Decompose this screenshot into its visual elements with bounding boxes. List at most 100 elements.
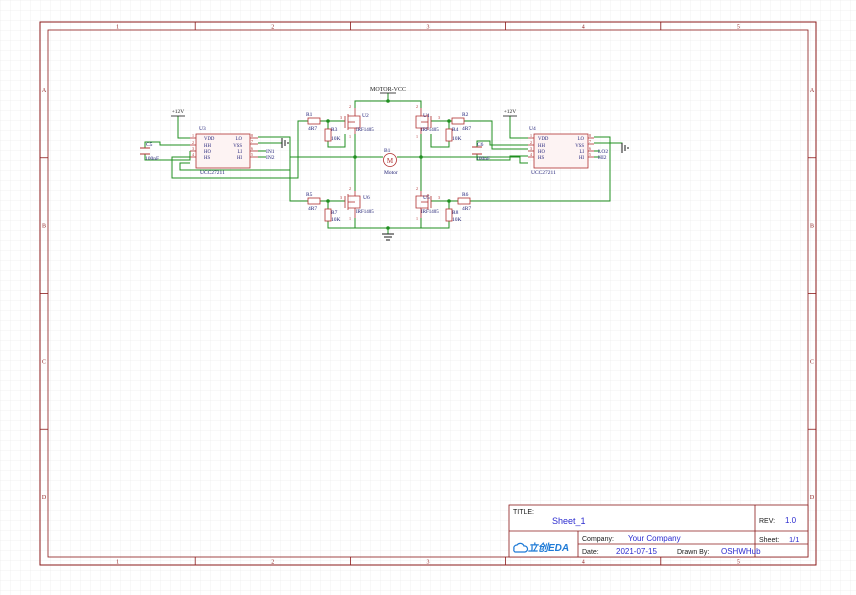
r2-value: 4R7 [462, 126, 471, 132]
frame-row-label: D [810, 495, 815, 501]
b1-value: Motor [384, 170, 398, 176]
u5-value: IRF1405 [421, 210, 439, 215]
frame-col-label: 3 [427, 560, 430, 566]
u3-pin-li: LI [237, 150, 242, 155]
mosfet-u2 [344, 108, 361, 134]
rev-value: 1.0 [785, 516, 797, 525]
frame-col-label: 4 [582, 560, 585, 566]
frame-col-label: 4 [582, 25, 585, 31]
frame-col-label: 1 [116, 560, 119, 566]
u2-value: IRF1405 [356, 128, 374, 133]
sheet-title: Sheet_1 [552, 516, 586, 526]
frame-col-label: 2 [271, 25, 274, 31]
u4-pin-num: 1 [530, 133, 532, 138]
net-label-vcc-left: +12V [172, 109, 185, 115]
r8-ref: R8 [452, 210, 459, 216]
net-label-lo2: LO2 [598, 149, 608, 155]
u6-ref: U6 [363, 195, 370, 201]
u3-pin-num: 8 [251, 133, 253, 138]
r4-ref: R4 [452, 127, 459, 133]
c6-value: 100nF [476, 156, 490, 162]
mosfet-u6 [344, 191, 361, 218]
u4-pin-num: 6 [589, 146, 591, 151]
u4-pin-hi: HI [579, 156, 584, 161]
u4-pin-li: LI [579, 150, 584, 155]
frame-row-label: A [810, 88, 815, 94]
wires [144, 93, 623, 234]
driver-ic-u3: U3 UCC27211 VDD HH HO HS LO VSS LI HI 1 … [190, 126, 258, 176]
r6-value: 4R7 [462, 206, 471, 212]
r3-ref: R3 [331, 127, 338, 133]
u3-pin-hs: HS [204, 156, 210, 161]
u1-value: IRF1405 [421, 128, 439, 133]
u4-pin-num: 5 [589, 152, 591, 157]
net-label-in2: IN2 [266, 155, 275, 161]
u3-pin-vss: VSS [233, 144, 242, 149]
capacitor-c5 [140, 147, 150, 155]
company-value: Your Company [628, 534, 681, 543]
u4-pin-num: 7 [589, 139, 591, 144]
u4-pin-lo: LO [578, 137, 585, 142]
c6-ref: C6 [477, 142, 484, 148]
r5-value: 4R7 [308, 206, 317, 212]
r2-ref: R2 [462, 112, 469, 118]
frame-row-label: C [810, 359, 814, 365]
u4-pin-num: 4 [530, 152, 532, 157]
net-label-motor-vcc: MOTOR-VCC [370, 87, 406, 93]
svg-text:2: 2 [416, 186, 418, 191]
resistor-r1: R1 4R7 [306, 112, 321, 132]
r4-value: 10K [452, 136, 462, 142]
ground-icon [281, 138, 289, 148]
frame-col-label: 1 [116, 25, 119, 31]
u3-pin-num: 4 [192, 152, 194, 157]
svg-text:1: 1 [416, 134, 418, 139]
frame-col-label: 5 [737, 25, 740, 31]
drawn-value: OSHWHub [721, 547, 761, 556]
svg-text:1: 1 [349, 134, 351, 139]
r1-value: 4R7 [308, 126, 317, 132]
r1-ref: R1 [306, 112, 313, 118]
u3-pin-num: 5 [251, 152, 253, 157]
ground-icon [621, 143, 629, 153]
drawn-label: Drawn By: [677, 549, 709, 556]
junctions [326, 99, 451, 230]
frame-row-label: C [42, 359, 46, 365]
frame-row-label: A [42, 88, 47, 94]
resistor-r3: R3 10K [324, 127, 341, 142]
svg-text:1: 1 [349, 216, 351, 221]
mosfet-u1 [415, 108, 432, 134]
svg-text:3: 3 [438, 115, 440, 120]
u3-pin-hi: HI [237, 156, 242, 161]
power-symbols [171, 92, 517, 117]
u4-value: UCC27211 [531, 170, 556, 176]
u2-ref: U2 [362, 113, 369, 119]
frame-row-label: B [42, 224, 46, 230]
u4-pin-num: 8 [589, 133, 591, 138]
b1-ref: B1 [384, 148, 391, 154]
easyeda-logo: 立创EDA [513, 542, 569, 554]
u4-pin-num: 3 [530, 146, 532, 151]
u3-pin-num: 3 [192, 146, 194, 151]
u3-pin-num: 1 [192, 133, 194, 138]
u4-ref: U4 [529, 126, 536, 132]
u3-ref: U3 [199, 126, 206, 132]
u4-pin-hs: HS [538, 156, 544, 161]
sheet-frame [39, 21, 817, 566]
resistor-r4: R4 10K [445, 127, 462, 142]
u5-ref: U5 [423, 195, 430, 201]
net-label-hi2: HI2 [598, 155, 607, 161]
u3-pin-num: 2 [192, 140, 194, 145]
frame-row-label: B [810, 224, 814, 230]
svg-text:1: 1 [416, 216, 418, 221]
u4-pin-hb: HH [538, 144, 545, 149]
u3-pin-num: 6 [251, 146, 253, 151]
resistor-r8: R8 10K [445, 208, 462, 223]
motor-b1: M B1 Motor [383, 148, 398, 176]
capacitor-c6 [472, 146, 482, 155]
u3-pin-ho: HO [204, 150, 211, 155]
company-label: Company: [582, 536, 614, 543]
r6-ref: R6 [462, 192, 469, 198]
frame-row-label: D [42, 495, 47, 501]
logo-text: 立创EDA [528, 542, 569, 554]
